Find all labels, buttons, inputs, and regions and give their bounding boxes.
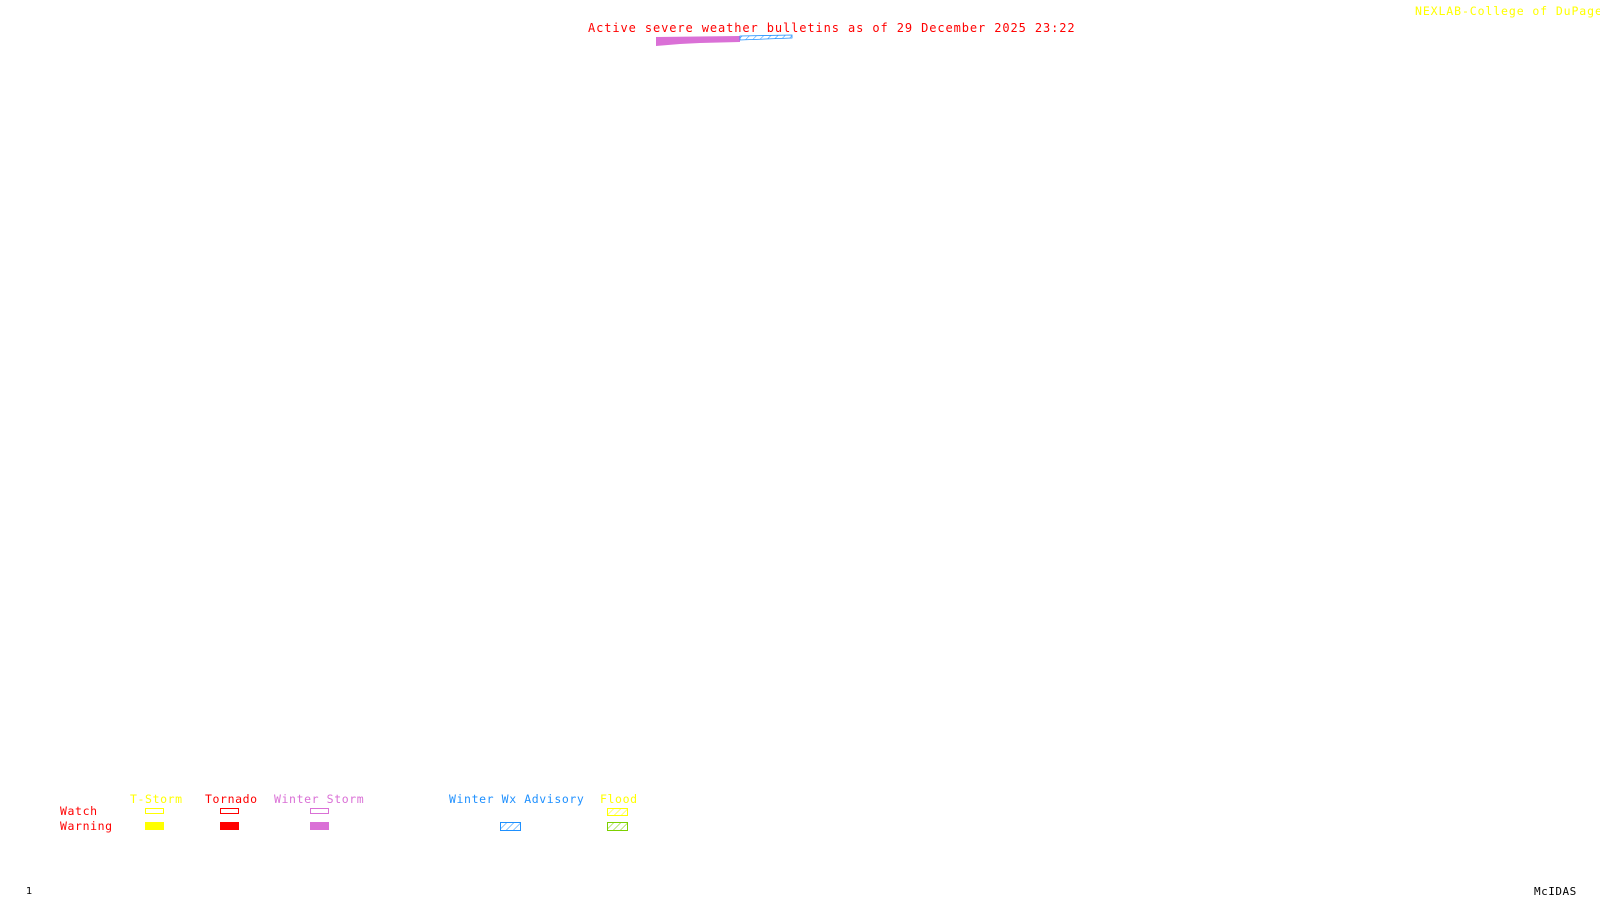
map-canvas[interactable]	[0, 50, 1600, 790]
legend-swatch-flood-warning	[607, 822, 628, 831]
legend-swatch-winter-storm-warning	[310, 822, 329, 830]
legend-swatch-tornado-watch	[220, 808, 239, 814]
frame-number: 1	[26, 886, 33, 897]
legend-swatch-tstorm-watch	[145, 808, 164, 814]
legend-swatch-flood-watch	[607, 808, 628, 816]
legend-label-tornado: Tornado	[205, 792, 258, 806]
legend-label-winter-wx-advisory: Winter Wx Advisory	[449, 792, 585, 806]
winter-storm-warning-area[interactable]	[656, 36, 740, 46]
legend-swatch-winter-wx-advisory	[500, 822, 521, 831]
legend-label-flood: Flood	[600, 792, 638, 806]
legend-row-label-warning: Warning	[60, 819, 113, 833]
credit-text: NEXLAB-College of DuPage	[1415, 4, 1600, 18]
legend-swatch-winter-storm-watch	[310, 808, 329, 814]
legend-row-label-watch: Watch	[60, 804, 98, 818]
legend-label-tstorm: T-Storm	[130, 792, 183, 806]
credit-label: NEXLAB-College of DuPage	[1415, 5, 1600, 18]
product-label: McIDAS	[1534, 885, 1577, 898]
legend-swatch-tornado-warning	[220, 822, 239, 830]
winter-wx-advisory-area[interactable]	[739, 34, 793, 41]
legend-label-winter-storm: Winter Storm	[274, 792, 365, 806]
legend-swatch-tstorm-warning	[145, 822, 164, 830]
page-title: Active severe weather bulletins as of 29…	[588, 21, 1076, 35]
